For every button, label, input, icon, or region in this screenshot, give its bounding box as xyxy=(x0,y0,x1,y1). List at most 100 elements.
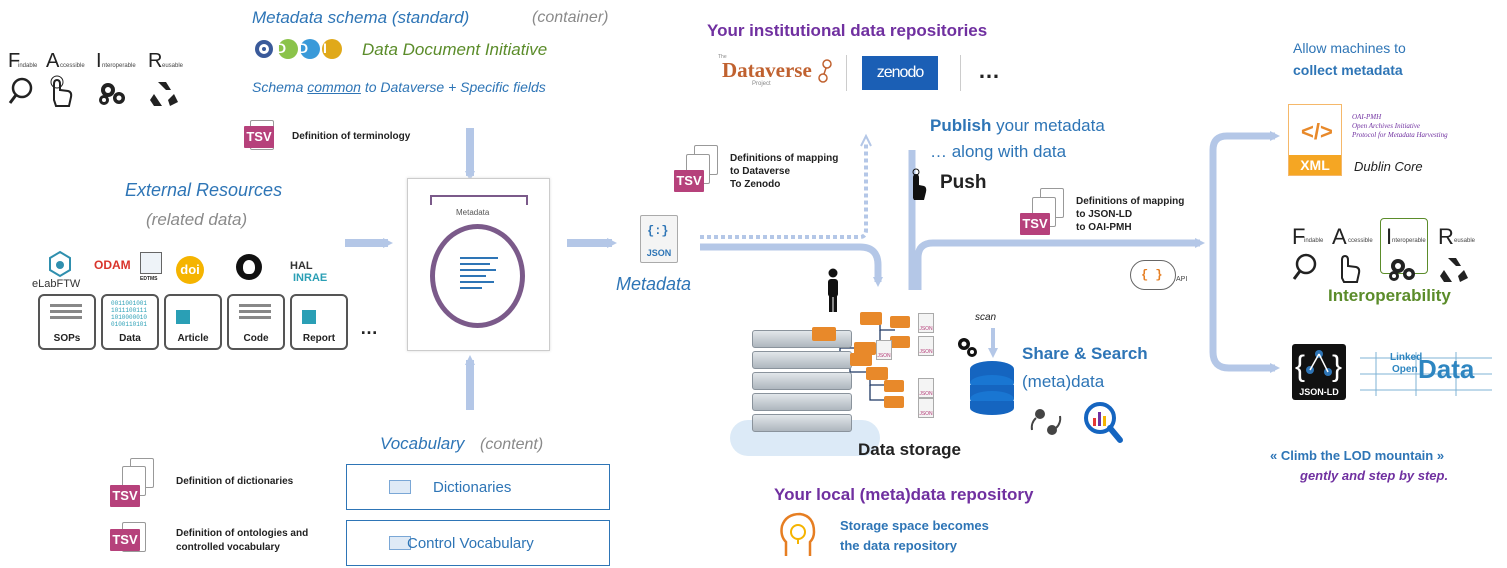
control-vocab-box: Control Vocabulary xyxy=(346,520,610,566)
folder-icon xyxy=(884,396,904,408)
folder-icon xyxy=(850,353,872,366)
arrow-trunk-down xyxy=(1209,243,1280,373)
json-chip: JSON xyxy=(918,378,934,398)
ddi-letter-d2: D xyxy=(298,40,309,56)
fair-icons-right xyxy=(1292,253,1468,283)
terminology-label: Definition of terminology xyxy=(292,131,411,142)
mapping1-l1: Definitions of mapping xyxy=(730,153,839,164)
tsv-icon-mapping2: TSV xyxy=(1020,213,1050,235)
arrow-trunk-up xyxy=(1209,131,1280,243)
ddi-logo xyxy=(254,38,354,60)
doc-sops: SOPs xyxy=(38,294,96,350)
mapping2-l1: Definitions of mapping xyxy=(1076,196,1185,207)
xml-tag: XML xyxy=(1289,155,1341,175)
mapping2-l3: to OAI-PMH xyxy=(1076,222,1132,233)
schema-common-pre: Schema xyxy=(252,79,308,95)
lod-open: Open xyxy=(1392,364,1418,375)
touch-icon xyxy=(1341,254,1361,283)
elabftw-icon xyxy=(49,250,71,278)
tsv-icon-dictionaries: TSV xyxy=(110,485,140,507)
odam-label: ODAM xyxy=(94,258,131,272)
share-sub: (meta)data xyxy=(1022,372,1105,391)
json-file-tag: JSON xyxy=(646,248,672,258)
dict-def-label: Definition of dictionaries xyxy=(176,476,294,487)
external-title: External Resources xyxy=(125,180,283,200)
mapping1-text: Definitions of mapping to Dataverse To Z… xyxy=(730,152,838,191)
fair-i: I xyxy=(96,50,102,72)
dictionaries-box: Dictionaries xyxy=(346,464,610,510)
repos-ellipsis: … xyxy=(978,58,1000,83)
doc-report: Report xyxy=(290,294,348,350)
fair-r-small: eusable xyxy=(162,63,184,69)
folder-icon xyxy=(884,380,904,392)
local-l2: the data repository xyxy=(840,538,958,553)
fair-a: A xyxy=(46,50,60,72)
fair-a: A xyxy=(1332,224,1347,249)
server-rack-icon xyxy=(752,330,852,434)
local-title: Your local (meta)data repository xyxy=(774,485,1034,504)
climb-line: « Climb the LOD mountain » xyxy=(1270,448,1445,463)
fair-f-small: indable xyxy=(18,63,38,69)
edtms-icon xyxy=(140,252,162,274)
ddi-name: Data Document Initiative xyxy=(362,40,548,59)
recycle-icon xyxy=(150,82,178,106)
repos-title: Your institutional data repositories xyxy=(707,21,988,40)
dictionaries-label: Dictionaries xyxy=(433,479,512,496)
dataverse-project: Project xyxy=(752,81,771,87)
lod-network xyxy=(1360,352,1492,396)
tsv-icon-ontologies: TSV xyxy=(110,529,140,551)
doc-article: Article xyxy=(164,294,222,350)
fair-a-small: ccessible xyxy=(1348,238,1373,244)
mapping1-l2: to Dataverse xyxy=(730,166,791,177)
book-icon xyxy=(389,480,411,494)
dashed-to-repos xyxy=(700,142,868,239)
xml-code-glyph: </> xyxy=(1301,119,1333,144)
divider xyxy=(960,55,961,91)
dataverse-logo: Dataverse xyxy=(722,58,812,82)
folder-icon xyxy=(890,316,910,328)
elabftw-label: eLabFTW xyxy=(32,278,81,290)
allow-line2: collect metadata xyxy=(1293,62,1403,78)
lightbulb-head-icon xyxy=(778,512,818,560)
publish-line2: … along with data xyxy=(930,142,1067,161)
json-metadata-label: Metadata xyxy=(616,274,692,294)
mapping2-l2: to JSON-LD xyxy=(1076,209,1133,220)
person-icon xyxy=(826,268,840,312)
schema-container: (container) xyxy=(532,9,609,26)
fair-a-small: ccessible xyxy=(60,63,85,69)
dublin-core-label: Dublin Core xyxy=(1354,159,1423,174)
schema-common-u: common xyxy=(307,79,361,95)
push-hand-icon xyxy=(907,168,927,202)
folder-icon xyxy=(854,342,876,355)
scan-label: scan xyxy=(975,312,997,323)
recycle-icon xyxy=(1440,258,1468,282)
svg-text:}: } xyxy=(1332,350,1342,383)
github-icon xyxy=(236,254,262,280)
vocab-title: Vocabulary xyxy=(380,434,465,453)
storage-label: Data storage xyxy=(858,440,961,459)
allow-line1: Allow machines to xyxy=(1293,40,1406,56)
share-title: Share & Search xyxy=(1022,344,1148,363)
fair-i-small: nteroperable xyxy=(1392,238,1426,244)
local-l1: Storage space becomes xyxy=(840,518,989,533)
ddi-letter-i: I xyxy=(323,40,327,56)
publish-rest: your metadata xyxy=(991,116,1105,135)
database-icon xyxy=(968,360,1016,416)
json-file-icon: {:} JSON xyxy=(640,215,678,263)
divider xyxy=(846,55,847,91)
fair-r-small: eusable xyxy=(1454,238,1476,244)
jsonld-logo: { } JSON-LD xyxy=(1292,344,1346,400)
lod-linked: Linked xyxy=(1390,352,1423,363)
ddi-logo-graphic xyxy=(255,39,342,59)
fair-f: F xyxy=(8,50,21,72)
center-doc-label: Metadata xyxy=(456,208,490,217)
oai-line1: OAI-PMH xyxy=(1352,113,1382,121)
fair-r: R xyxy=(148,50,163,72)
doi-logo: doi xyxy=(176,256,204,284)
json-file-glyph: {:} xyxy=(647,224,669,238)
control-vocab-label: Control Vocabulary xyxy=(407,535,534,552)
json-chip: JSON xyxy=(918,398,934,418)
onto-def-2: controlled vocabulary xyxy=(176,542,280,553)
api-cloud-icon: { } xyxy=(1130,260,1176,290)
